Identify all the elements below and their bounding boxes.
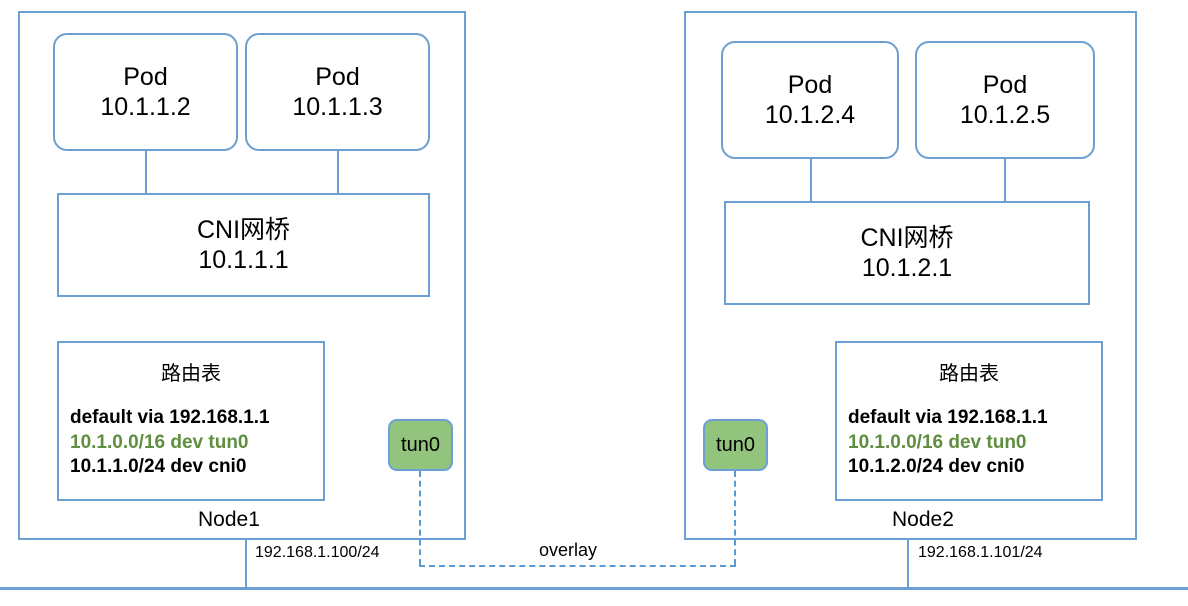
node-ip-node2: 192.168.1.101/24 [918,544,1043,561]
route-entry-highlighted: 10.1.0.0/16 dev tun0 [70,431,249,453]
pod-box-node2-pod2: Pod 10.1.2.5 [915,41,1095,159]
tun0-label: tun0 [401,433,440,456]
route-table-entries: default via 192.168.1.1 10.1.0.0/16 dev … [837,406,1101,480]
overlay-tunnel-link [419,565,736,567]
tun0-interface-node2: tun0 [703,419,768,471]
pod-ip: 10.1.2.4 [764,101,856,129]
pod-label: Pod [982,70,1028,99]
tun0-overlay-downlink-node1 [419,471,421,565]
pod-ip: 10.1.2.5 [959,101,1051,129]
overlay-label: overlay [539,540,598,560]
pod-to-bridge-link-node1-pod2 [337,151,339,193]
route-entry: 10.1.2.0/24 dev cni0 [848,456,1025,478]
pod-ip: 10.1.1.2 [100,93,191,121]
pod-box-node1-pod1: Pod 10.1.1.2 [53,33,238,151]
pod-to-bridge-link-node1-pod1 [145,151,147,193]
route-table-node1: 路由表 default via 192.168.1.1 10.1.0.0/16 … [57,341,325,501]
node-name-node2: Node2 [892,508,954,531]
cni-bridge-node2: CNI网桥 10.1.2.1 [724,201,1090,305]
route-table-entries: default via 192.168.1.1 10.1.0.0/16 dev … [59,406,323,480]
physical-network-bus [0,587,1188,590]
route-entry-highlighted: 10.1.0.0/16 dev tun0 [848,431,1027,453]
pod-to-bridge-link-node2-pod1 [810,159,812,201]
pod-label: Pod [123,62,168,91]
pod-ip: 10.1.1.3 [292,93,383,121]
cni-bridge-ip: 10.1.1.1 [198,246,289,274]
node-container-node2 [684,11,1137,540]
node2-uplink-to-bus [907,540,909,588]
tun0-label: tun0 [716,433,755,456]
route-table-title: 路由表 [161,363,221,385]
node-container-node1 [18,11,466,540]
pod-label: Pod [787,70,833,99]
pod-box-node1-pod2: Pod 10.1.1.3 [245,33,430,151]
tun0-interface-node1: tun0 [388,419,453,471]
node-name-node1: Node1 [198,508,260,531]
pod-label: Pod [315,62,360,91]
cni-bridge-node1: CNI网桥 10.1.1.1 [57,193,430,297]
route-entry: default via 192.168.1.1 [848,407,1048,428]
pod-to-bridge-link-node2-pod2 [1004,159,1006,201]
node1-uplink-to-bus [245,540,247,588]
pod-box-node2-pod1: Pod 10.1.2.4 [721,41,899,159]
route-table-title: 路由表 [939,363,999,385]
cni-bridge-ip: 10.1.2.1 [861,254,953,282]
route-entry: default via 192.168.1.1 [70,407,270,428]
route-table-node2: 路由表 default via 192.168.1.1 10.1.0.0/16 … [835,341,1103,501]
cni-bridge-label: CNI网桥 [860,223,954,252]
route-entry: 10.1.1.0/24 dev cni0 [70,456,247,478]
tun0-overlay-downlink-node2 [734,471,736,565]
cni-bridge-label: CNI网桥 [196,215,291,244]
node-ip-node1: 192.168.1.100/24 [255,544,380,561]
